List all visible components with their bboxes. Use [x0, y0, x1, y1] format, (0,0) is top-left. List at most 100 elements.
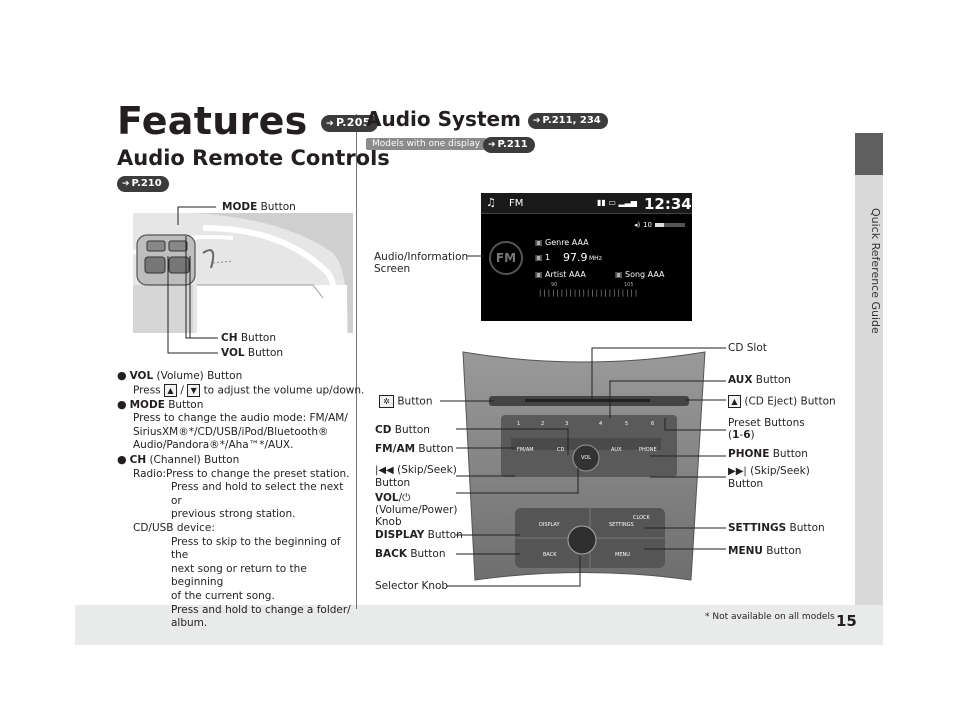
genre-icon: ▣: [535, 238, 543, 247]
mode-desc-2: SiriusXM®*/CD/USB/iPod/Bluetooth®: [133, 425, 329, 438]
callout-back: BACK Button: [375, 548, 446, 560]
volume-icon: ◂): [634, 221, 641, 229]
audio-page-ref[interactable]: ➔P.211, 234: [527, 112, 608, 129]
callout-menu: MENU Button: [728, 545, 802, 557]
panel-preset-3[interactable]: 3: [565, 421, 569, 427]
radio-line-3: previous strong station.: [171, 508, 296, 521]
callout-cd: CD Button: [375, 424, 430, 436]
brightness-icon: ✲: [379, 395, 394, 408]
screen-genre: Genre AAA: [545, 238, 589, 247]
volume-bar: [655, 223, 685, 227]
fm-logo: FM: [489, 241, 523, 275]
panel-menu-button[interactable]: MENU: [615, 552, 630, 558]
scale-lo: 90: [551, 282, 558, 288]
panel-aux-button[interactable]: AUX: [611, 447, 622, 453]
cd-line-1: Press to skip to the beginning of the: [171, 535, 341, 562]
volume-up-key-icon: ▲: [163, 383, 177, 397]
panel-back-button[interactable]: BACK: [543, 552, 557, 558]
callout-cd-slot: CD Slot: [728, 342, 767, 354]
callout-vol: VOL/⏻(Volume/Power)Knob: [375, 492, 458, 528]
mode-desc-1: Press to change the audio mode: FM/AM/: [133, 412, 348, 425]
callout-skip-left: |◀◀ (Skip/Seek)Button: [375, 464, 457, 489]
mode-button-label: MODE Button: [222, 201, 296, 213]
mode-bullet: ●MODE Button: [117, 397, 204, 411]
callout-skip-right: ▶▶| (Skip/Seek)Button: [728, 465, 810, 490]
radio-line-1: Radio:Press to change the preset station…: [133, 467, 350, 480]
arrow-icon: ➔: [326, 119, 334, 129]
screen-artist: Artist AAA: [545, 270, 586, 279]
power-icon: ⏻: [402, 492, 411, 504]
features-page-ref[interactable]: ➔P.205: [321, 115, 378, 132]
radio-line-2: Press and hold to select the next or: [171, 481, 344, 507]
bullet-icon: ●: [117, 453, 127, 467]
arrow-icon: ➔: [488, 140, 496, 150]
callout-eject: ▲ (CD Eject) Button: [728, 395, 836, 408]
callout-preset: Preset Buttons(1-6): [728, 417, 805, 441]
side-tab-label: Quick Reference Guide: [869, 208, 882, 334]
remote-page-ref[interactable]: ➔P.210: [117, 176, 169, 192]
models-page-ref[interactable]: ➔P.211: [483, 137, 535, 153]
ch-button-label: CH Button: [221, 332, 277, 344]
mode-desc-3: Audio/Pandora®*/Aha™*/AUX.: [133, 439, 294, 452]
panel-vol-knob[interactable]: VOL: [581, 455, 592, 461]
features-heading: Features ➔P.205: [117, 99, 378, 143]
panel-settings-button[interactable]: SETTINGS: [609, 522, 634, 528]
music-note-icon: ♫: [486, 196, 496, 209]
callout-display: DISPLAY Button: [375, 529, 463, 541]
ch-bullet: ●CH (Channel) Button: [117, 453, 240, 467]
panel-preset-5[interactable]: 5: [625, 421, 629, 427]
panel-clock-label: CLOCK: [633, 515, 650, 521]
cd-line-3: of the current song.: [171, 590, 275, 602]
tuning-scale: |||||||||||||||||||||||: [539, 289, 640, 297]
audio-screen: ♫ FM ▮▮ ▭ ▂▃▅ 12:34 ◂) 10 FM ▣ Genre AAA…: [481, 193, 692, 321]
artist-icon: ▣: [535, 270, 543, 279]
screen-song: Song AAA: [625, 270, 665, 279]
screen-preset: 1: [545, 253, 551, 262]
callout-aux: AUX Button: [728, 374, 791, 386]
screen-volume: 10: [643, 221, 652, 229]
screen-top-bar: [481, 193, 692, 214]
cd-line-4: Press and hold to change a folder/: [171, 603, 351, 616]
remote-leader-lines: [167, 206, 218, 354]
panel-display-button[interactable]: DISPLAY: [539, 522, 560, 528]
cdusb-lead: CD/USB device:: [133, 522, 215, 535]
side-tab: [855, 175, 883, 605]
status-icons: ▮▮ ▭ ▂▃▅: [597, 198, 637, 207]
bullet-icon: ●: [117, 397, 127, 411]
column-divider: [356, 114, 357, 609]
panel-cd-button[interactable]: CD: [557, 447, 565, 453]
remote-descriptions: ●VOL (Volume) Button Press ▲ / ▼ to adju…: [117, 369, 364, 631]
panel-preset-6[interactable]: 6: [651, 421, 655, 427]
side-tab-marker: [855, 133, 883, 175]
footer-note: * Not available on all models: [705, 612, 835, 622]
callout-selector: Selector Knob: [375, 580, 449, 592]
panel-labels: 1 2 3 4 5 6 FM/AM CD VOL AUX PHONE CLOCK…: [455, 350, 710, 582]
models-chip: Models with one display: [366, 138, 487, 150]
panel-phone-button[interactable]: PHONE: [639, 447, 657, 453]
screen-freq-unit: MHz: [589, 255, 602, 262]
volume-down-key-icon: ▼: [187, 383, 201, 397]
vol-bullet: ●VOL (Volume) Button: [117, 369, 243, 382]
vol-button-label: VOL Button: [221, 347, 284, 359]
panel-preset-1[interactable]: 1: [517, 421, 521, 427]
callout-settings: SETTINGS Button: [728, 522, 825, 534]
bullet-icon: ●: [117, 369, 127, 382]
panel-fmam-button[interactable]: FM/AM: [517, 447, 534, 453]
screen-time: 12:34: [644, 195, 692, 213]
footer-bar: [75, 605, 883, 645]
arrow-icon: ➔: [532, 115, 541, 126]
page-number: 15: [836, 612, 857, 630]
remote-heading: Audio Remote Controls: [117, 146, 390, 170]
cd-line-5: album.: [171, 617, 208, 630]
control-panel-illustration: [462, 351, 706, 581]
song-icon: ▣: [615, 270, 623, 279]
screen-freq: 97.9: [563, 251, 588, 264]
panel-preset-2[interactable]: 2: [541, 421, 545, 427]
eject-key-icon: ▲: [728, 395, 741, 408]
skip-forward-icon: ▶▶|: [728, 466, 747, 477]
scale-hi: 105: [624, 282, 634, 288]
panel-preset-4[interactable]: 4: [599, 421, 603, 427]
screen-band: FM: [509, 198, 524, 209]
volume-fill: [655, 223, 664, 227]
